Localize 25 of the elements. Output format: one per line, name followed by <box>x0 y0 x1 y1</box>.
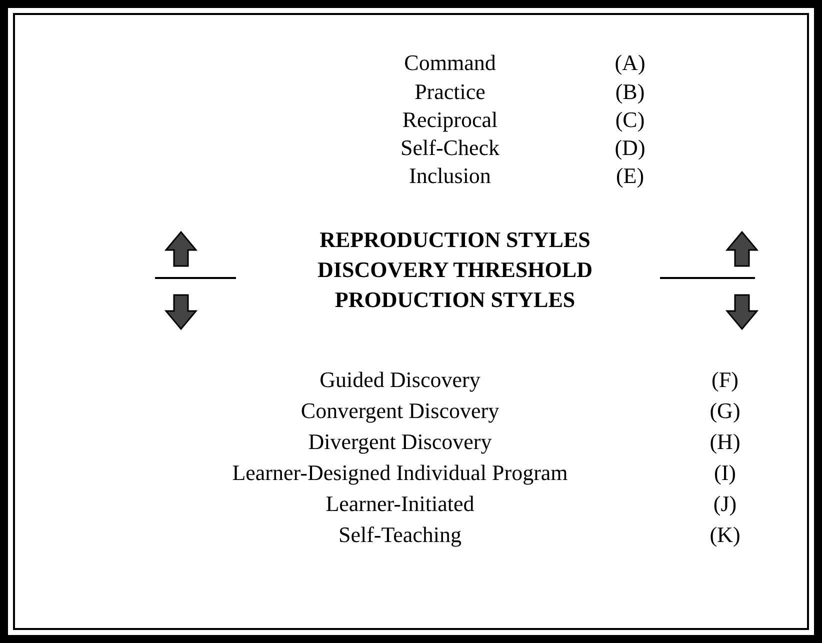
style-letter: (B) <box>615 81 645 103</box>
style-name: Practice <box>414 81 486 103</box>
heading: PRODUCTION STYLES <box>334 289 576 311</box>
style-name: Self-Check <box>400 137 500 159</box>
style-letter: (D) <box>614 137 646 159</box>
style-letter: (K) <box>710 524 740 546</box>
style-name: Reciprocal <box>402 109 498 131</box>
style-name: Inclusion <box>409 165 491 187</box>
heading: DISCOVERY THRESHOLD <box>318 259 592 281</box>
style-letter: (E) <box>616 165 644 187</box>
style-name: Divergent Discovery <box>308 431 492 453</box>
style-name: Guided Discovery <box>320 369 480 391</box>
style-letter: (J) <box>713 493 737 515</box>
style-name: Learner-Designed Individual Program <box>232 462 568 484</box>
style-name: Learner-Initiated <box>326 493 474 515</box>
style-name: Command <box>404 52 496 74</box>
style-name: Convergent Discovery <box>300 400 500 422</box>
style-letter: (A) <box>614 52 646 74</box>
style-letter: (F) <box>712 369 738 391</box>
style-letter: (G) <box>710 400 740 422</box>
heading: REPRODUCTION STYLES <box>320 229 590 251</box>
style-letter: (C) <box>615 109 645 131</box>
style-letter: (H) <box>710 431 740 453</box>
style-letter: (I) <box>714 462 736 484</box>
style-name: Self-Teaching <box>338 524 462 546</box>
